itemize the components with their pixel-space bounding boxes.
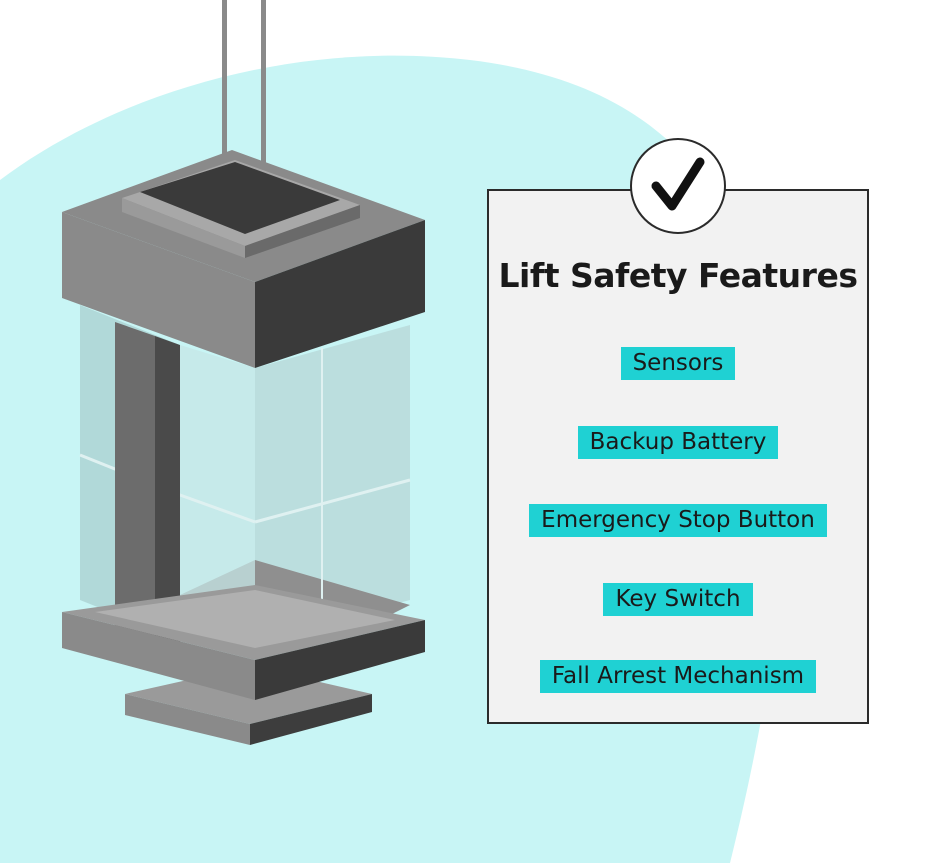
glass-divider-right <box>254 478 411 524</box>
base-plate-right <box>250 694 372 745</box>
feature-label-key-switch: Key Switch <box>603 583 753 616</box>
glass-divider-mid <box>179 493 256 524</box>
feature-item: Backup Battery <box>487 426 869 459</box>
feature-item: Sensors <box>487 347 869 380</box>
roof-left <box>62 212 255 368</box>
feature-label-backup-battery: Backup Battery <box>577 426 779 459</box>
front-glass-left <box>180 345 255 640</box>
feature-item: Key Switch <box>487 583 869 616</box>
feature-item: Fall Arrest Mechanism <box>487 660 869 693</box>
feature-label-fall-arrest-mechanism: Fall Arrest Mechanism <box>539 660 817 693</box>
corner-pillar-side <box>155 336 180 642</box>
base-plate-left <box>125 694 250 745</box>
floor-frame-inner <box>95 590 395 648</box>
feature-label-emergency-stop-button: Emergency Stop Button <box>529 504 827 537</box>
roof-hatch <box>140 162 340 234</box>
floor-frame-right <box>255 620 425 700</box>
cable-right <box>261 0 266 205</box>
elevator-cabin-illustration <box>62 0 425 745</box>
feature-label-sensors: Sensors <box>620 347 736 380</box>
back-glass-right <box>255 325 410 640</box>
checkmark-badge <box>630 138 726 234</box>
card-title: Lift Safety Features <box>498 256 858 295</box>
corner-pillar-front <box>115 322 155 642</box>
cable-left <box>222 0 227 188</box>
checkmark-icon <box>651 157 705 211</box>
feature-item: Emergency Stop Button <box>487 504 869 537</box>
roof-hatch-edge-right <box>245 205 360 258</box>
roof-hatch-edge-left <box>122 198 245 258</box>
floor-frame-left <box>62 612 255 700</box>
roof-right <box>255 220 425 368</box>
